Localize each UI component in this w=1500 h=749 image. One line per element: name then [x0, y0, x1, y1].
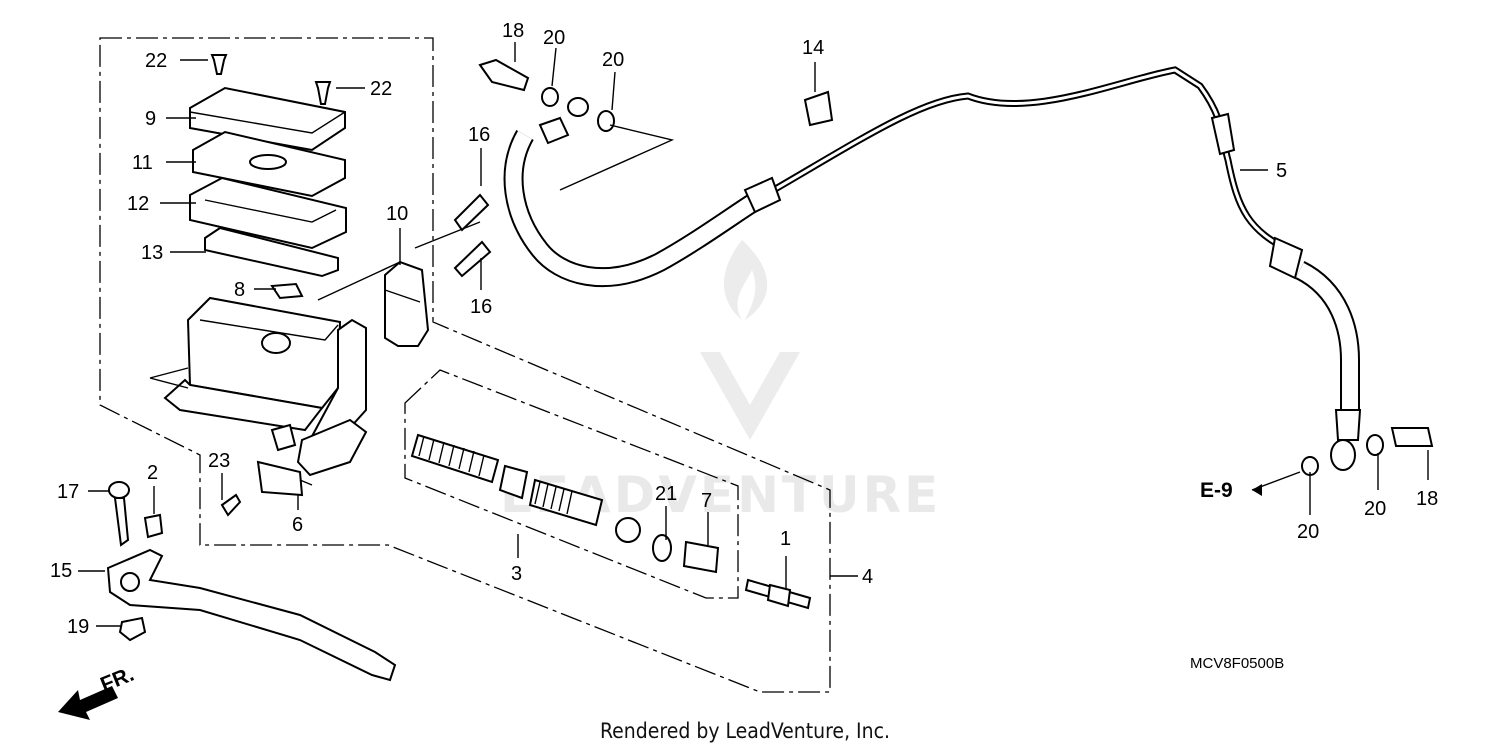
piston-set [410, 433, 720, 574]
clutch-lever [106, 548, 397, 682]
dust-cap [143, 513, 164, 539]
callout-8: 8 [234, 279, 245, 301]
callout-11: 11 [132, 152, 153, 174]
callout-10: 10 [386, 203, 408, 225]
callout-17: 17 [57, 481, 79, 503]
callout-16a: 16 [468, 124, 490, 146]
hose-clamp [803, 90, 834, 127]
front-direction-arrow: FR. [58, 663, 137, 720]
callout-22a: 22 [145, 50, 167, 72]
reservoir-cap [189, 54, 347, 278]
callout-18b: 18 [1416, 488, 1438, 510]
holder-part [384, 260, 430, 347]
callout-23: 23 [208, 450, 230, 472]
clutch-hose [503, 66, 1362, 471]
callout-20d: 20 [1364, 498, 1386, 520]
master-cylinder-body [149, 296, 368, 477]
callout-5: 5 [1276, 160, 1287, 182]
callout-labels: 22 22 9 11 12 13 8 10 18 20 20 16 16 14 … [50, 20, 1438, 638]
callout-16b: 16 [470, 296, 492, 318]
clutch-switch [256, 460, 304, 497]
callout-18a: 18 [502, 20, 524, 42]
callout-20c: 20 [1297, 521, 1319, 543]
callout-4: 4 [862, 566, 873, 588]
callout-22b: 22 [370, 78, 392, 100]
callout-1: 1 [780, 528, 791, 550]
diagram-code: MCV8F0500B [1190, 655, 1284, 672]
callout-20b: 20 [602, 49, 624, 71]
assembly-frames [99, 37, 831, 693]
callout-9: 9 [145, 108, 156, 130]
switch-screw [220, 493, 242, 517]
pivot-bolt [108, 481, 130, 547]
callout-12: 12 [127, 193, 149, 215]
leader-lines [78, 42, 1429, 627]
callout-6: 6 [292, 514, 303, 536]
render-credit: Rendered by LeadVenture, Inc. [600, 719, 890, 743]
svg-text:FR.: FR. [97, 663, 137, 697]
callout-7: 7 [701, 490, 712, 512]
callout-21: 21 [655, 483, 677, 505]
callout-20a: 20 [543, 27, 565, 49]
hose-fittings [414, 58, 1434, 476]
ref-e9: E-9 [1200, 479, 1233, 502]
callout-19: 19 [67, 616, 89, 638]
lever-bush [118, 616, 147, 642]
callout-3: 3 [511, 563, 522, 585]
callout-13: 13 [141, 242, 163, 264]
callout-15: 15 [50, 560, 72, 582]
callout-14: 14 [802, 37, 824, 59]
watermark-logo: LEADVENTURE [500, 240, 938, 524]
clip [270, 282, 304, 300]
callout-2: 2 [147, 462, 158, 484]
